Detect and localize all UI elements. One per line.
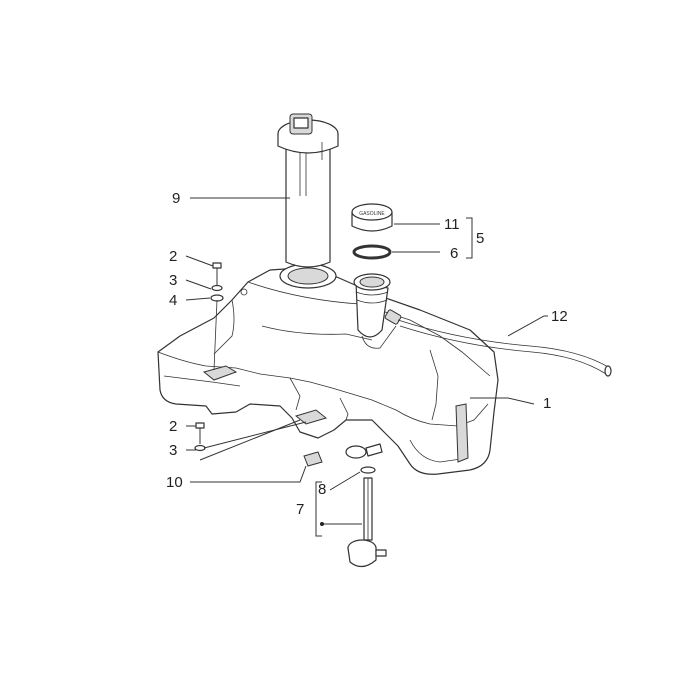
callout-7: 7 (296, 501, 304, 518)
callout-11: 11 (444, 216, 460, 233)
leader-lines (185, 197, 548, 537)
callout-10: 10 (166, 474, 183, 491)
clip (303, 451, 323, 467)
fuel-cap: GASOLINE (351, 203, 393, 232)
callout-2-upper: 2 (169, 248, 177, 265)
bolt-upper (210, 262, 224, 371)
fuel-tank (157, 267, 499, 475)
hose-clamp (345, 443, 383, 459)
filler-neck (353, 273, 402, 349)
bolt-lower (194, 422, 206, 452)
callout-labels: 1 2 3 4 5 6 7 8 9 10 11 12 2 3 (166, 190, 568, 518)
callout-1: 1 (543, 395, 551, 412)
tap-seal (360, 466, 376, 474)
callout-9: 9 (172, 190, 180, 207)
callout-12: 12 (551, 308, 568, 325)
callout-2-lower: 2 (169, 418, 177, 435)
o-ring (352, 244, 392, 260)
cap-label: GASOLINE (359, 211, 385, 217)
callout-8: 8 (318, 481, 326, 498)
callout-3-upper: 3 (169, 272, 177, 289)
callout-4: 4 (169, 292, 177, 309)
mount-tab-rear (294, 409, 328, 425)
mount-tab-front (202, 365, 238, 381)
fuel-tap-assembly (347, 466, 387, 568)
breather-hose (397, 319, 612, 377)
callout-6: 6 (450, 245, 458, 262)
fuel-pump-assembly (277, 113, 339, 289)
callout-5: 5 (476, 230, 484, 247)
callout-3-lower: 3 (169, 442, 177, 459)
